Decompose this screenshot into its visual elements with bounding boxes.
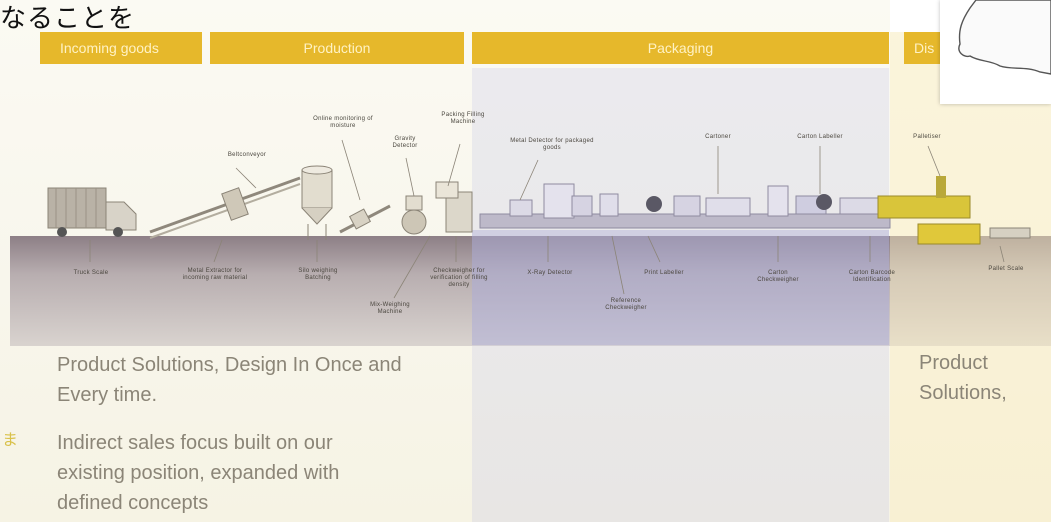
conveyor-floor — [10, 236, 1051, 346]
label-metal-extractor: Metal Extractor for incoming raw materia… — [182, 268, 248, 281]
label-xray: X-Ray Detector — [527, 270, 573, 276]
packaging-overlay — [472, 68, 889, 522]
body-line-4: existing position, expanded with — [57, 462, 340, 484]
label-mixer: Mix-Weighing Machine — [370, 302, 410, 315]
label-silo-weighing: Silo weighing Batching — [298, 268, 338, 281]
body-line-1: Product Solutions, Design In Once and — [57, 354, 402, 376]
packing-machine-icon — [435, 181, 473, 233]
label-gravity-detector: Gravity Detector — [392, 136, 418, 149]
label-belt-conveyor: Beltconveyor — [227, 152, 267, 158]
label-carton-barcode: Carton Barcode Identification — [848, 270, 896, 283]
gravity-detector-icon — [401, 195, 427, 235]
band-production: Production — [210, 32, 464, 64]
label-cartoner: Cartoner — [705, 134, 731, 140]
label-truck-scale: Truck Scale — [73, 270, 109, 276]
label-palletiser: Palletiser — [913, 134, 941, 140]
band-packaging: Packaging — [472, 32, 889, 64]
body-line-2: Every time. — [57, 384, 158, 406]
packaging-line-icon — [479, 183, 891, 229]
label-print-labeller: Print Labeller — [644, 270, 684, 276]
moisture-conveyor-icon — [339, 204, 391, 234]
label-reference-checkweigher: Reference Checkweigher — [605, 298, 647, 311]
label-checkweigher-filling: Checkweigher for verification of filling… — [430, 268, 488, 288]
label-pallet-scale: Pallet Scale — [988, 266, 1024, 272]
side-japanese-glyph: ま — [2, 430, 19, 449]
body-text-1: Product Solutions, Design In Once and Ev… — [57, 350, 477, 410]
truck-icon — [47, 187, 137, 237]
label-carton-labeller: Carton Labeller — [797, 134, 843, 140]
map-outline-icon — [958, 0, 1051, 75]
body-text-right: Product Solutions, — [919, 348, 1049, 408]
right-line-1: Product — [919, 352, 988, 374]
label-packing-filling: Packing Filling Machine — [441, 112, 485, 125]
right-line-2: Solutions, — [919, 382, 1007, 404]
label-metal-detector: Metal Detector for packaged goods — [510, 138, 594, 151]
palletiser-icon — [877, 176, 1031, 245]
label-carton-checkweigher: Carton Checkweigher — [757, 270, 799, 283]
belt-conveyor-icon — [149, 176, 301, 239]
body-text-2: Indirect sales focus built on our existi… — [57, 428, 417, 518]
map-card — [940, 0, 1051, 104]
leader-lines — [89, 139, 1005, 299]
japanese-caption: なることを — [0, 4, 136, 34]
label-inline-moisture: Online monitoring of moisture — [313, 116, 373, 129]
body-line-5: defined concepts — [57, 492, 209, 514]
packaging-strip — [472, 230, 889, 345]
body-line-3: Indirect sales focus built on our — [57, 432, 333, 454]
band-incoming-goods: Incoming goods — [40, 32, 202, 64]
silo-icon — [301, 165, 333, 240]
